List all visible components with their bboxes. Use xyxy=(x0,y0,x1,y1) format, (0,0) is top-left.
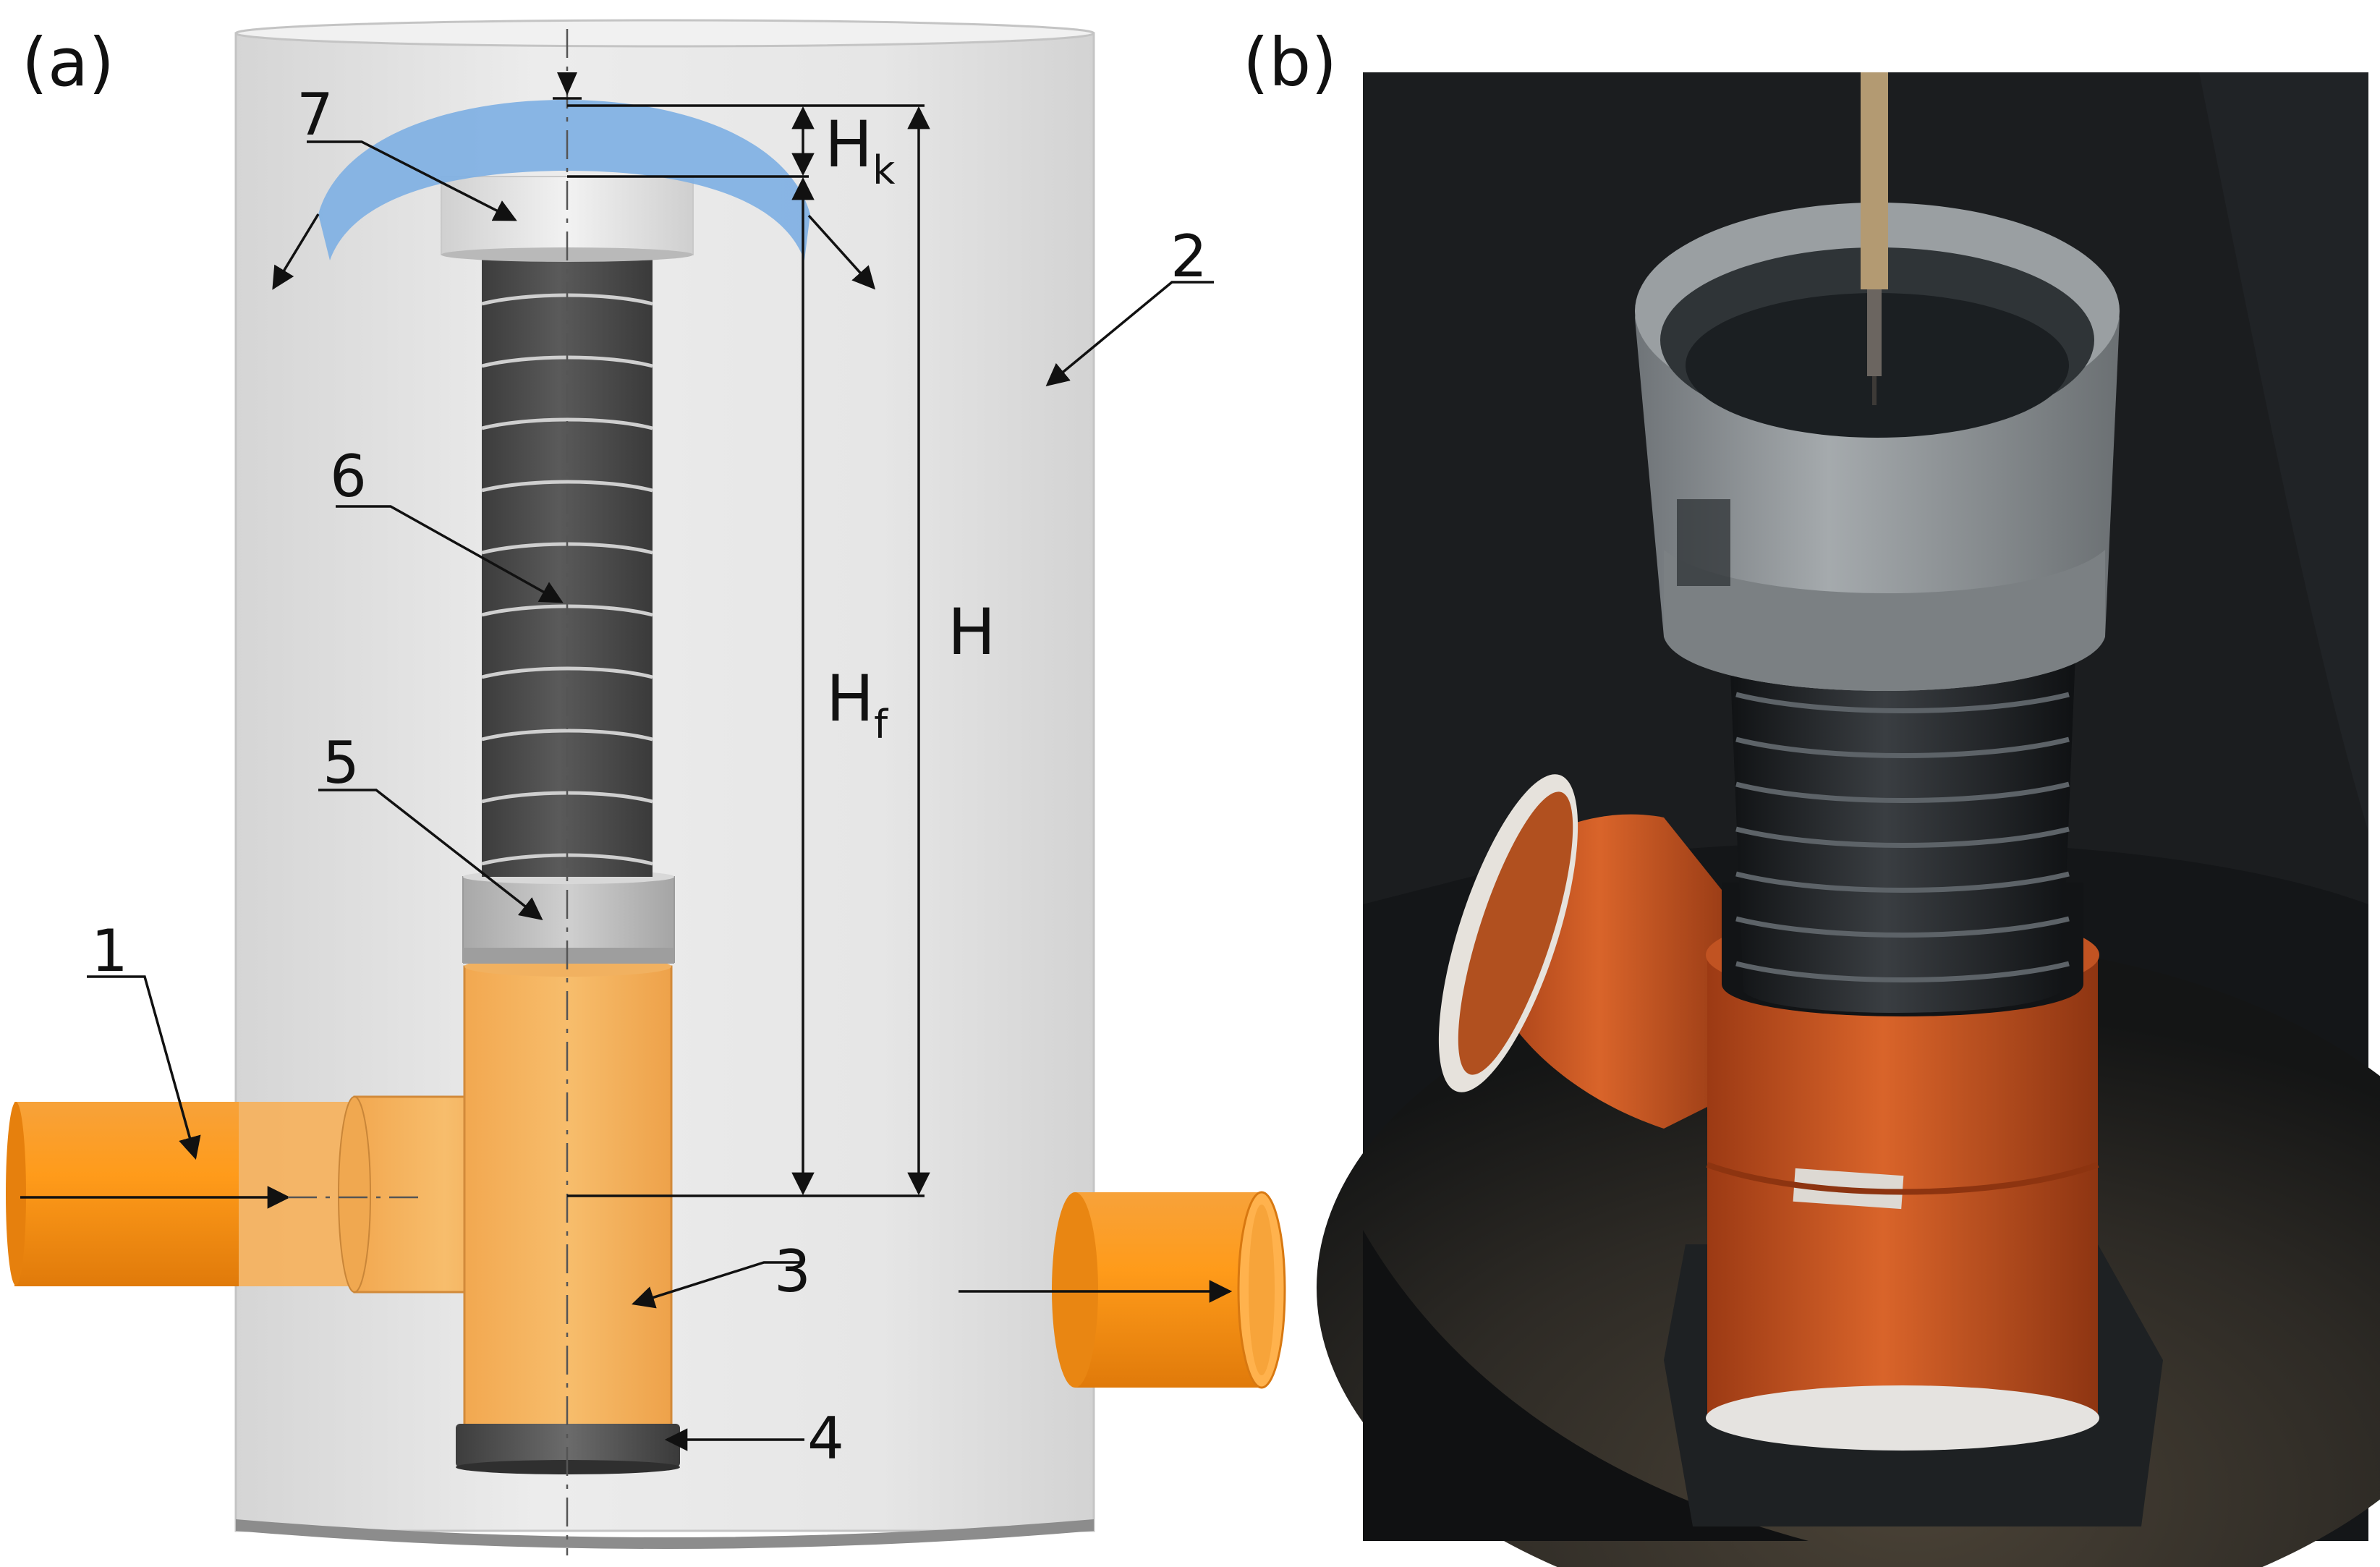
panel-a-schematic: Hk Hf H 1 2 3 4 5 6 7 (a) xyxy=(6,19,1286,1555)
callout-7: 7 xyxy=(297,81,333,148)
outlet-pipe xyxy=(1052,1191,1286,1389)
callout-5: 5 xyxy=(323,729,360,797)
water-level-icon xyxy=(557,72,577,95)
dimension-lines: Hk Hf H xyxy=(553,72,995,1197)
callout-1: 1 xyxy=(91,917,128,985)
reducer-sleeve xyxy=(462,870,675,964)
photo-corrugation-rib xyxy=(1735,781,2070,803)
dim-hf-label: Hf xyxy=(826,661,889,747)
corrugation-rib xyxy=(481,666,653,679)
photo-corrugation-rib xyxy=(1735,961,2070,982)
photo-corrugation-rib xyxy=(1735,736,2070,758)
corrugation-rib xyxy=(481,480,653,493)
photo-corrugation-rib xyxy=(1735,871,2070,893)
callout-4: 4 xyxy=(807,1405,844,1472)
photo-corrugation-ribs xyxy=(1735,692,2070,982)
dim-hk-label: Hk xyxy=(825,107,896,193)
panel-b-label: (b) xyxy=(1243,24,1337,101)
callout-6: 6 xyxy=(330,443,367,510)
deflector-cap xyxy=(318,100,810,260)
callout-2: 2 xyxy=(1170,223,1207,290)
flow-arrows xyxy=(20,213,1233,1303)
photo-corrugation-rib xyxy=(1735,692,2070,713)
corrugation-rib xyxy=(481,729,653,742)
overflow-right-arrow xyxy=(807,214,876,290)
dim-h-label: H xyxy=(948,595,995,669)
photo-corrugation-rib xyxy=(1735,916,2070,938)
panel-a-label: (a) xyxy=(22,24,114,101)
overflow-left-arrow xyxy=(272,213,320,290)
corrugation-rib xyxy=(481,417,653,430)
callout-leaders xyxy=(87,140,1214,1451)
photo-corrugation-rib xyxy=(1735,826,2070,848)
photo xyxy=(1317,72,2380,1567)
callout-3: 3 xyxy=(774,1238,811,1305)
panel-b-photo: (b) xyxy=(1243,24,2380,1567)
